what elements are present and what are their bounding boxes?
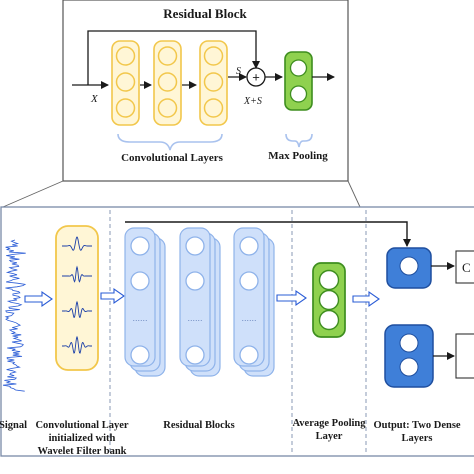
sum-symbol: + bbox=[252, 70, 260, 85]
average-pooling-layer bbox=[312, 262, 346, 338]
wavelet-icon-1 bbox=[62, 236, 92, 251]
input-label: X bbox=[90, 93, 99, 105]
residual-block-node bbox=[185, 236, 205, 256]
residual-block-node bbox=[239, 271, 259, 291]
residual-block-dots: ...... bbox=[132, 313, 147, 323]
residual-block-node bbox=[185, 271, 205, 291]
residual-block-dots: ...... bbox=[187, 313, 202, 323]
pool-brace bbox=[285, 133, 313, 148]
branch-label: S bbox=[236, 66, 241, 77]
output-box-1 bbox=[455, 250, 474, 284]
residual-block-node bbox=[130, 236, 150, 256]
residual-block-title: Residual Block bbox=[163, 6, 247, 21]
zoom-line-left bbox=[2, 180, 64, 208]
skip-to-output-arrow bbox=[125, 221, 411, 247]
output-box-1-label: C bbox=[462, 260, 471, 275]
pipeline-frame bbox=[0, 206, 474, 457]
max-pooling-layer bbox=[284, 51, 313, 111]
residual-block-dots: ...... bbox=[241, 313, 256, 323]
sum-label: X+S bbox=[243, 96, 262, 107]
output-label-line1: Output: Two Dense bbox=[373, 420, 460, 431]
avg-pool-label-line2: Layer bbox=[316, 431, 343, 442]
wavelet-icon-2 bbox=[62, 265, 92, 283]
signal-label: Signal bbox=[0, 420, 27, 431]
conv-layer-1 bbox=[111, 40, 140, 126]
output-label-line2: Layers bbox=[402, 433, 433, 444]
sum-node: + bbox=[246, 67, 266, 87]
residual-block-layer bbox=[233, 227, 265, 367]
residual-block-layer bbox=[179, 227, 211, 367]
wavelet-icon-3 bbox=[62, 300, 92, 318]
signal-waveform bbox=[2, 239, 27, 392]
conv-label-line3: Wavelet Filter bank bbox=[37, 446, 126, 457]
skip-connection-arrow bbox=[87, 30, 260, 85]
conv-label-line2: initialized with bbox=[49, 433, 116, 444]
conv-layer-3 bbox=[199, 40, 228, 126]
signal-to-conv-arrow bbox=[24, 290, 53, 308]
conv-layer-2 bbox=[153, 40, 182, 126]
avg-pool-label-line1: Average Pooling bbox=[293, 418, 367, 429]
residual-block-node bbox=[239, 345, 259, 365]
residual-block-node bbox=[185, 345, 205, 365]
output-box-2 bbox=[455, 333, 474, 379]
dense-layer-1 bbox=[386, 247, 432, 289]
wavelet-conv-layer bbox=[55, 225, 99, 371]
residual-block-node bbox=[239, 236, 259, 256]
conv-caption: Convolutional Layers bbox=[121, 152, 223, 164]
residual-blocks: .................. bbox=[124, 227, 275, 377]
residual-to-pool-arrow bbox=[276, 289, 307, 307]
residual-block-node bbox=[130, 345, 150, 365]
residual-block-node bbox=[130, 271, 150, 291]
conv-to-residual-arrow bbox=[100, 287, 125, 305]
pool-to-output-arrow bbox=[352, 290, 380, 308]
wavelet-icon-4 bbox=[62, 335, 92, 354]
pool-caption: Max Pooling bbox=[268, 150, 328, 162]
zoom-line-right bbox=[347, 180, 361, 208]
dense-layer-2 bbox=[384, 324, 434, 388]
residual-block-layer bbox=[124, 227, 156, 367]
conv-label-line1: Convolutional Layer bbox=[35, 420, 128, 431]
residual-blocks-label: Residual Blocks bbox=[163, 420, 234, 431]
conv-brace bbox=[117, 133, 223, 151]
